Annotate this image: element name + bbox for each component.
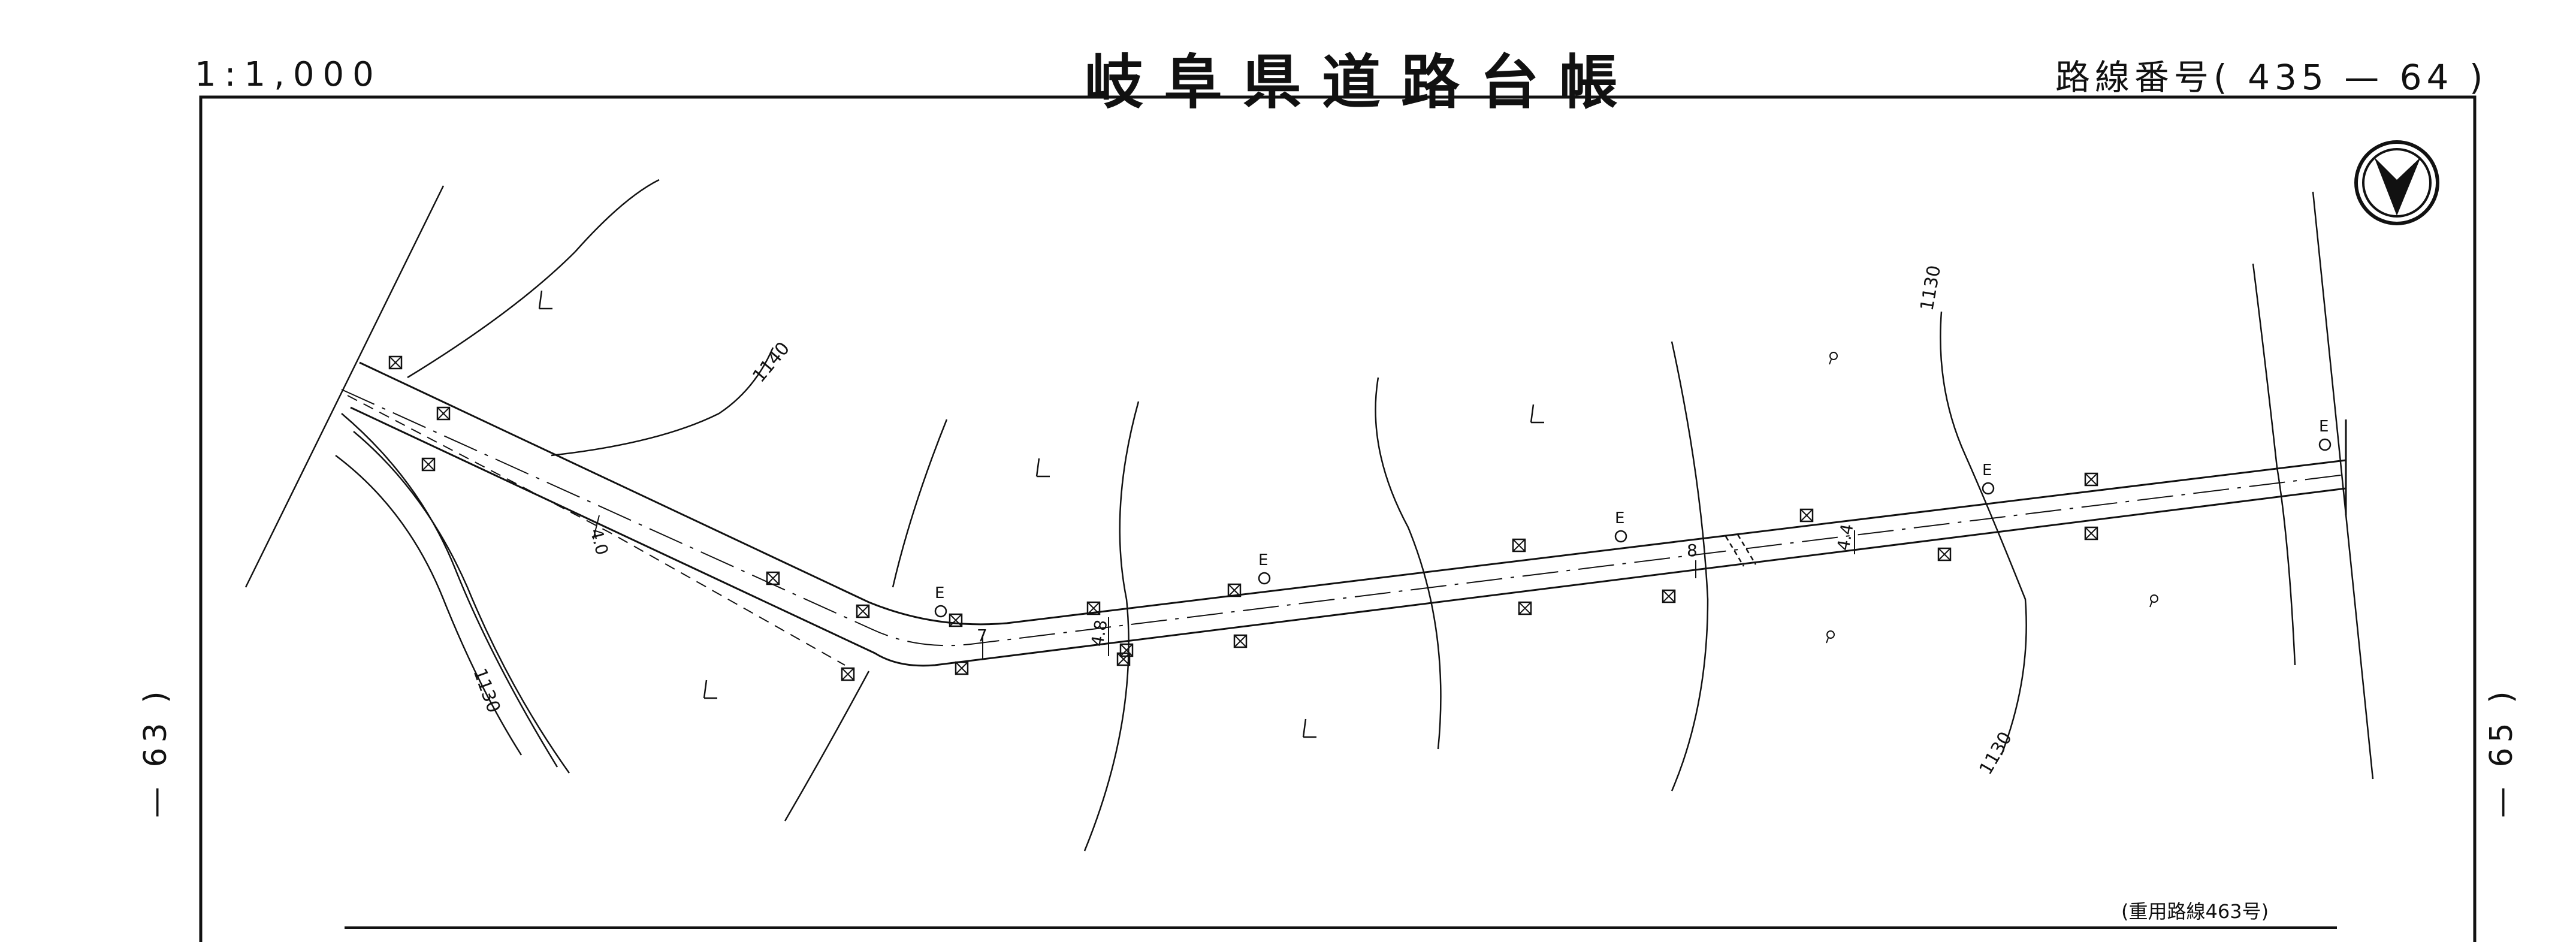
box-symbol-icon: [955, 661, 969, 675]
road-width-label: 8: [1687, 541, 1698, 560]
box-cross-icon: [422, 458, 435, 471]
box-cross-icon: [841, 668, 854, 681]
box-symbol-icon: [841, 667, 855, 681]
box-cross-icon: [1120, 644, 1133, 657]
box-symbol-icon: [856, 604, 870, 618]
utility-pole-label: E: [2319, 418, 2329, 436]
box-cross-icon: [766, 572, 780, 585]
contour-label: 1130: [469, 666, 504, 716]
box-symbol-icon: [1512, 538, 1526, 552]
map-frame: [199, 95, 2477, 942]
grass-symbol-icon: [1035, 458, 1050, 478]
box-cross-icon: [1662, 590, 1675, 603]
box-cross-icon: [389, 356, 402, 369]
route-number: 路線番号( 435 — 64 ): [2055, 57, 2488, 98]
road-centerline: [341, 389, 2347, 647]
north-arrow-icon: [2354, 140, 2439, 225]
road-width-label: 7: [977, 626, 987, 645]
overlap-route-note: (重用路線463号): [2121, 900, 2269, 923]
box-cross-icon: [1228, 584, 1241, 597]
box-symbol-icon: [2084, 472, 2098, 487]
box-symbol-icon: [1662, 589, 1676, 603]
tree-stem-icon: [1826, 638, 1829, 644]
contour-lines: [244, 179, 2374, 852]
box-cross-icon: [1512, 539, 1526, 552]
utility-pole-icon: [1258, 572, 1271, 585]
contour-label: 1130: [1916, 264, 1945, 312]
box-symbol-icon: [2084, 526, 2098, 541]
tree-symbol-icon: [1829, 352, 1838, 360]
contour-label: 1140: [748, 338, 794, 387]
box-symbol-icon: [1086, 601, 1101, 615]
contour-label: 1130: [1976, 728, 2016, 778]
utility-pole-icon: [1982, 482, 1995, 495]
box-symbol-icon: [1937, 547, 1952, 561]
page-title: 岐阜県道路台帳: [1085, 49, 1639, 117]
grass-symbol-icon: [703, 680, 717, 699]
road-edge-south: [350, 406, 2347, 667]
tree-stem-icon: [2149, 602, 2152, 608]
box-cross-icon: [1117, 653, 1130, 666]
culvert-mark: [1725, 534, 1757, 567]
box-cross-icon: [1087, 602, 1100, 615]
road-width-label: 4.0: [586, 526, 612, 557]
box-symbol-icon: [388, 355, 403, 370]
box-symbol-icon: [1799, 508, 1814, 523]
utility-pole-label: E: [1258, 551, 1268, 569]
tree-symbol-icon: [1826, 630, 1835, 639]
box-symbol-icon: [1233, 634, 1248, 648]
box-symbol-icon: [949, 613, 963, 627]
box-cross-icon: [1234, 635, 1247, 648]
road-old-edge: [347, 395, 845, 666]
box-symbol-icon: [766, 571, 780, 585]
box-cross-icon: [1800, 509, 1813, 522]
box-cross-icon: [1938, 548, 1951, 561]
box-cross-icon: [2085, 527, 2098, 540]
utility-pole-label: E: [935, 584, 944, 602]
box-cross-icon: [1518, 602, 1532, 615]
box-cross-icon: [856, 605, 869, 618]
grass-symbol-icon: [538, 290, 552, 310]
grass-symbol-icon: [1530, 404, 1544, 424]
utility-pole-icon: [934, 605, 947, 618]
utility-pole-icon: [1614, 530, 1627, 543]
box-cross-icon: [955, 662, 968, 675]
utility-pole-label: E: [1615, 509, 1624, 527]
box-cross-icon: [437, 407, 450, 420]
width-tick: [593, 515, 600, 540]
box-symbol-icon: [436, 406, 451, 421]
box-symbol-icon: [1119, 643, 1134, 657]
box-symbol-icon: [1227, 583, 1242, 597]
road-edge-north: [359, 361, 2347, 626]
box-symbol-icon: [1518, 601, 1532, 615]
scale-label: 1:1,000: [195, 55, 382, 94]
grass-symbol-icon: [1302, 718, 1316, 738]
road-width-label: 4.4: [1833, 523, 1857, 552]
road-width-label: 4.8: [1087, 618, 1111, 648]
box-symbol-icon: [421, 457, 436, 472]
utility-pole-icon: [2318, 438, 2332, 451]
tree-symbol-icon: [2150, 594, 2158, 603]
utility-pole-label: E: [1982, 461, 1992, 479]
box-cross-icon: [949, 614, 962, 627]
tree-stem-icon: [1829, 359, 1832, 365]
box-cross-icon: [2085, 473, 2098, 486]
